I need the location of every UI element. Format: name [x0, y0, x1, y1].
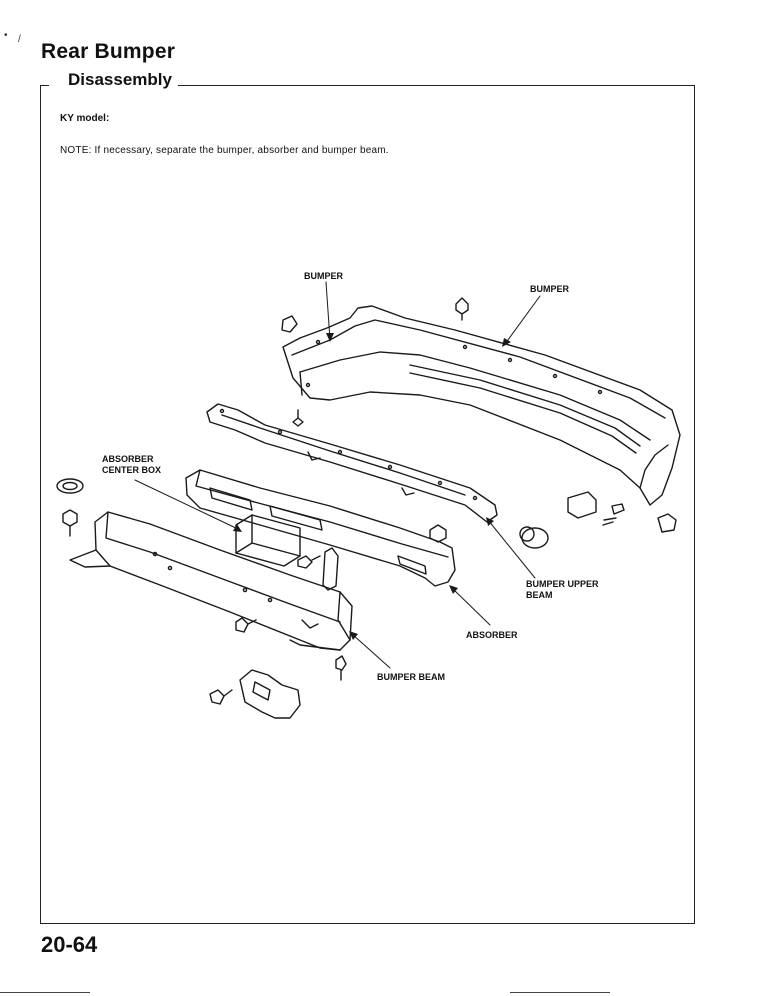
callout-bumper-beam: BUMPER BEAM: [377, 672, 445, 682]
fasteners-drawing: [56, 297, 677, 705]
callout-bumper-upper-beam-line2: BEAM: [526, 590, 553, 600]
callout-bumper-upper-beam-line1: BUMPER UPPER: [526, 579, 599, 589]
absorber-drawing: [185, 469, 456, 587]
note-text: NOTE: If necessary, separate the bumper,…: [60, 145, 389, 156]
section-frame: [40, 85, 695, 924]
bracket-drawing: [239, 669, 301, 719]
model-label: KY model:: [60, 113, 110, 124]
callout-bumper-right: BUMPER: [530, 284, 570, 294]
section-frame-top: [40, 85, 49, 86]
scan-mark: •: [4, 30, 8, 41]
page-number: 20-64: [41, 932, 98, 957]
callout-absorber-center-box-line2: CENTER BOX: [102, 465, 161, 475]
callout-bumper-top: BUMPER: [304, 271, 344, 281]
bumper-cover-drawing: [282, 305, 681, 506]
bottom-rule: [0, 992, 90, 993]
scan-mark: /: [18, 34, 21, 45]
bottom-rule: [510, 992, 610, 993]
page-title: Rear Bumper: [41, 40, 176, 63]
section-heading: Disassembly: [64, 70, 176, 90]
leader-lines: [134, 281, 541, 669]
callout-absorber-center-box-line1: ABSORBER: [102, 454, 154, 464]
bumper-beam-drawing: [69, 511, 353, 651]
section-frame-top: [178, 85, 695, 86]
absorber-center-box-drawing: [235, 514, 301, 567]
bumper-upper-beam-drawing: [206, 403, 498, 523]
callout-absorber: ABSORBER: [466, 630, 518, 640]
